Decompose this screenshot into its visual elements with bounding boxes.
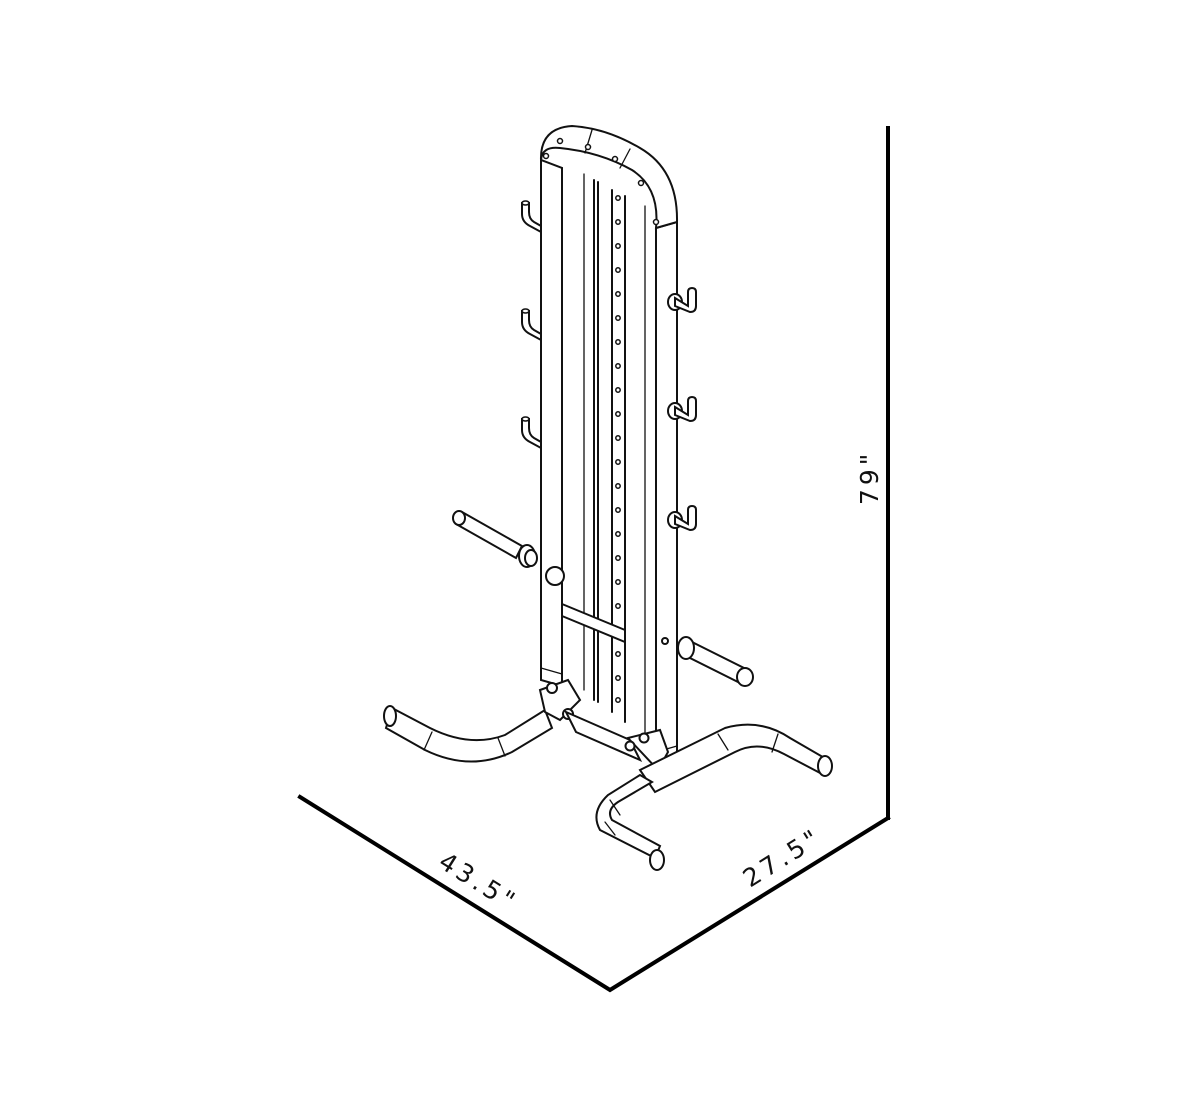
height-label: 79" bbox=[855, 450, 884, 505]
left-hook-3 bbox=[521, 416, 542, 450]
right-hooks bbox=[667, 286, 697, 532]
front-foot bbox=[595, 773, 662, 860]
left-plate-peg bbox=[452, 510, 565, 586]
left-foot bbox=[384, 706, 554, 763]
left-hook-2 bbox=[521, 308, 542, 342]
floor-dimension-lines bbox=[297, 794, 891, 993]
left-upright bbox=[540, 158, 563, 688]
dimension-lines bbox=[297, 126, 891, 993]
top-arch-bolts bbox=[542, 137, 660, 226]
lower-cross-brace bbox=[561, 602, 626, 644]
right-plate-peg bbox=[661, 636, 754, 687]
rack-base bbox=[383, 678, 833, 871]
left-hook-1 bbox=[521, 200, 542, 234]
plate-pegs bbox=[452, 510, 754, 687]
rack-frame bbox=[539, 124, 679, 770]
base-channel bbox=[563, 709, 643, 763]
top-arch bbox=[539, 124, 679, 230]
right-hook-1 bbox=[667, 286, 697, 314]
right-hook-2 bbox=[667, 395, 697, 423]
right-hook-3 bbox=[667, 504, 697, 532]
left-hooks bbox=[521, 200, 542, 450]
